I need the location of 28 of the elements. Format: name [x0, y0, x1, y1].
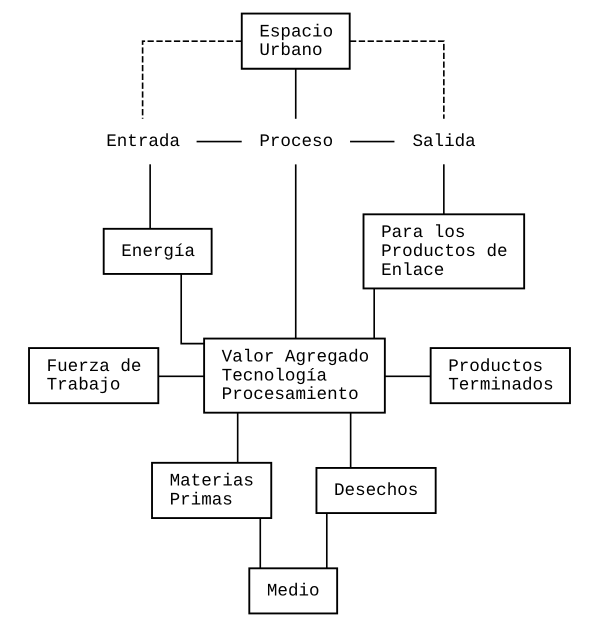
connector — [350, 412, 352, 468]
connector — [259, 518, 262, 568]
connector — [142, 40, 242, 119]
node-box: Energía — [102, 228, 213, 275]
node-box: Valor Agregado Tecnología Procesamiento — [203, 338, 386, 414]
connector — [294, 69, 297, 119]
node-text: Proceso — [259, 132, 334, 152]
node-box: Productos Terminados — [430, 347, 571, 404]
connector — [236, 412, 238, 463]
node-box: Desechos — [316, 466, 437, 514]
node-text: Entrada — [106, 132, 180, 152]
connector — [373, 288, 375, 338]
connector — [443, 164, 445, 214]
connector — [180, 274, 204, 344]
connector — [149, 164, 151, 229]
node-box: Medio — [248, 567, 338, 614]
connector — [326, 513, 328, 568]
node-box: Espacio Urbano — [240, 12, 351, 70]
node-text: Salida — [412, 132, 476, 152]
node-box: Para los Productos de Enlace — [362, 213, 526, 290]
connector — [350, 40, 445, 119]
connector — [385, 375, 430, 378]
connector — [294, 164, 297, 338]
node-box: Fuerza de Trabajo — [28, 347, 160, 404]
node-box: Materias Primas — [151, 462, 272, 520]
connector — [196, 140, 242, 142]
connector — [350, 140, 394, 142]
connector — [158, 375, 204, 378]
